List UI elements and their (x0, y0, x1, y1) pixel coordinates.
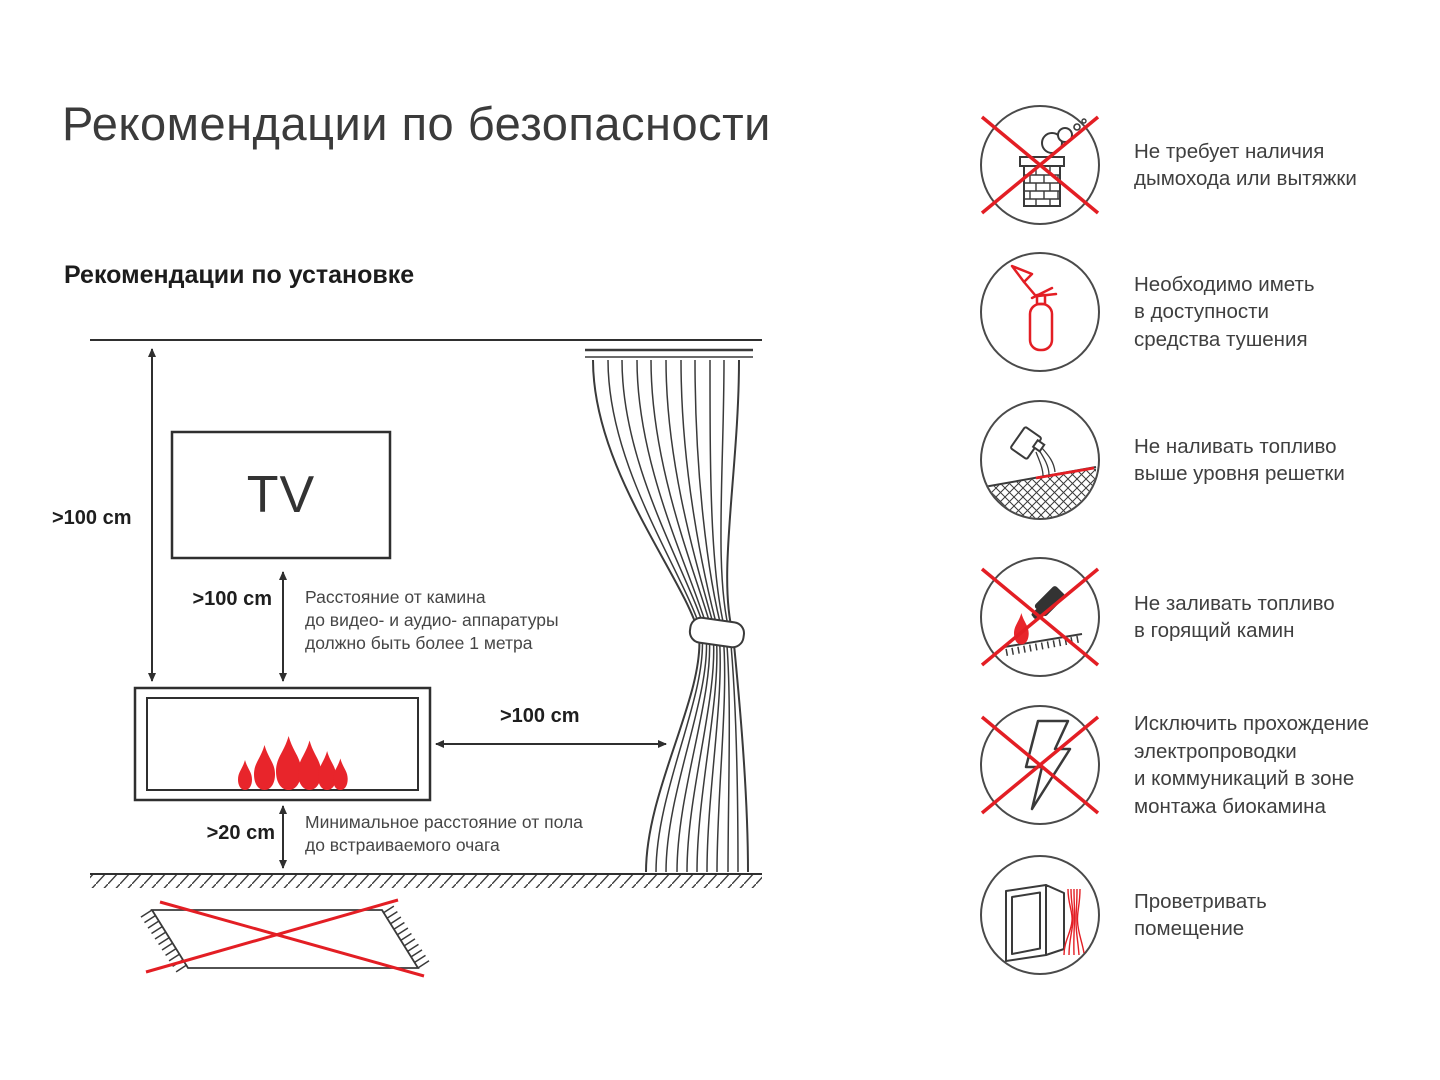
fire-extinguisher-icon (980, 252, 1100, 372)
floor-distance-note: Минимальное расстояние от пола до встраи… (305, 812, 583, 855)
floor-distance-label: >20 cm (206, 822, 275, 844)
safety-item-text: Не заливать топливо в горящий камин (1134, 591, 1335, 643)
rug-cross-line (159, 900, 425, 978)
av-distance-label: >100 cm (192, 588, 272, 610)
safety-item-text: Проветривать помещение (1134, 889, 1267, 941)
ceiling-distance-label: >100 cm (52, 507, 132, 529)
safety-item: Не заливать топливо в горящий камин (978, 555, 1335, 679)
fuel-level-icon (980, 400, 1100, 520)
tv-label: TV (246, 466, 316, 524)
rug (140, 898, 430, 978)
safety-item: Проветривать помещение (978, 853, 1267, 977)
safety-item: Необходимо иметь в доступности средства … (978, 250, 1315, 374)
av-distance-note: Расстояние от камина до видео- и аудио- … (305, 587, 559, 653)
curtain-distance-label: >100 cm (500, 705, 580, 727)
tv-box (170, 430, 392, 560)
safety-item: Исключить прохождение электропроводки и … (978, 703, 1369, 827)
safety-item: Не наливать топливо выше уровня решетки (978, 398, 1345, 522)
safety-item-text: Не наливать топливо выше уровня решетки (1134, 434, 1345, 486)
safety-item: Не требует наличия дымохода или вытяжки (978, 103, 1357, 227)
no-wiring-icon (980, 705, 1100, 825)
section-title: Рекомендации по установке (64, 261, 415, 289)
floor-hatch (90, 875, 762, 888)
safety-item-text: Необходимо иметь в доступности средства … (1134, 272, 1315, 351)
rug-cross-line (145, 898, 399, 974)
ventilation-icon (980, 855, 1100, 975)
no-chimney-icon (980, 105, 1100, 225)
safety-item-text: Не требует наличия дымохода или вытяжки (1134, 139, 1357, 191)
curtain (585, 348, 753, 873)
safety-item-text: Исключить прохождение электропроводки и … (1134, 712, 1370, 818)
curtain-tie (688, 616, 745, 649)
page-title: Рекомендации по безопасности (62, 97, 771, 150)
no-refill-burning-icon (980, 557, 1100, 677)
